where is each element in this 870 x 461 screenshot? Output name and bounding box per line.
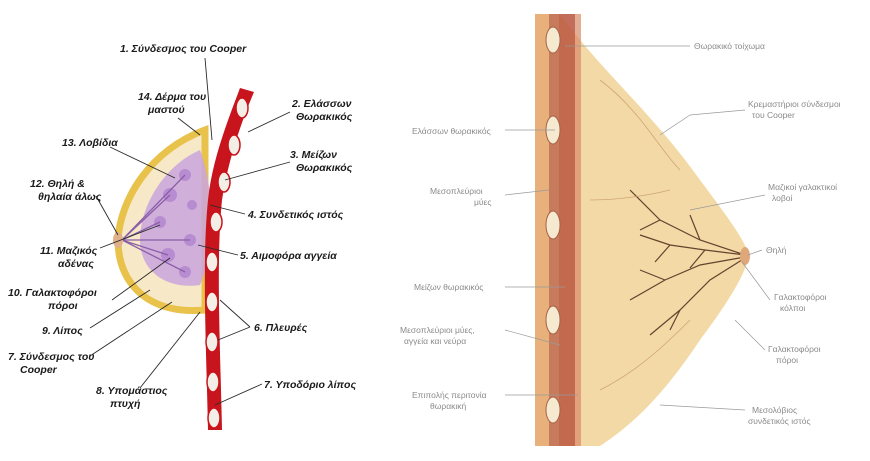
label-chest-wall: Θωρακικό τοίχωμα [694,41,765,51]
label-nipple-r: Θηλή [766,245,787,255]
label-ribs: 6. Πλευρές [254,322,308,334]
label-cooper-ligament-1: 1. Σύνδεσμος του Cooper [120,43,247,55]
label-pectoralis-major-r: Μείζων θωρακικός [414,282,483,292]
label-pectoralis-minor-r: Ελάσσων θωρακικός [412,126,491,136]
label-blood-vessels: 5. Αιμοφόρα αγγεία [240,250,337,262]
fascia-strip [575,14,581,446]
label-lobules: 13. Λοβίδια [62,137,118,149]
label-fat: 9. Λίπος [42,325,83,337]
label-intercostal-vessels-nerves: Μεσοπλεύριοι μύες,αγγεία και νεύρα [400,325,475,346]
label-nipple-areola: 12. Θηλή &θηλαία άλως [30,178,102,203]
label-connective-tissue: 4. Συνδετικός ιστός [247,209,344,221]
label-subcutaneous-fat: 7. Υποδόριο λίπος [264,379,356,391]
pectoral-muscle-right [559,14,575,446]
right-nipple [740,247,750,265]
